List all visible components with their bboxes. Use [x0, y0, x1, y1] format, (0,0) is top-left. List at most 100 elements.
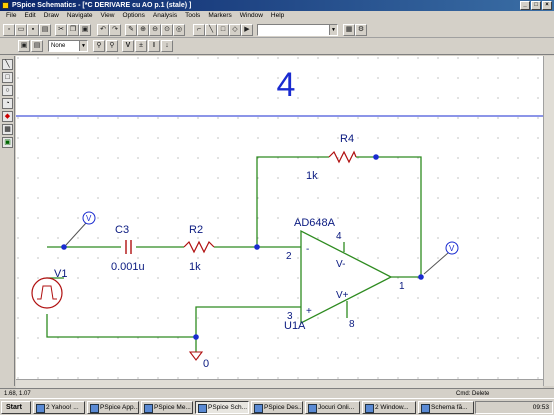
resistor-r2[interactable] [183, 240, 215, 254]
menu-view[interactable]: View [100, 12, 115, 19]
menu-navigate[interactable]: Navigate [66, 12, 93, 19]
marker-clear-icon[interactable]: ↓ [161, 40, 173, 52]
diff-marker-icon[interactable]: ± [135, 40, 147, 52]
menu-help[interactable]: Help [270, 12, 285, 19]
current-marker-icon[interactable]: I [148, 40, 160, 52]
voltage-probe-output[interactable]: V [423, 241, 459, 275]
pencil-icon[interactable]: ✎ [125, 24, 137, 36]
opamp-minus: - [306, 244, 309, 255]
menu-draw[interactable]: Draw [43, 12, 59, 19]
probe-zoom-icon[interactable]: ⚲ [106, 40, 118, 52]
menu-analysis[interactable]: Analysis [152, 12, 178, 19]
wire-feedback-left[interactable] [256, 156, 329, 247]
text-tool-icon[interactable]: ▦ [2, 124, 13, 135]
menu-edit[interactable]: Edit [24, 12, 36, 19]
taskbar-item[interactable]: PSpice Des... [251, 401, 303, 414]
r2-value: 1k [189, 261, 201, 273]
open-folder-icon[interactable]: ▭ [15, 24, 27, 36]
schematic-drawing[interactable]: 4 R4 1k [16, 56, 543, 386]
opamp-u1a[interactable] [300, 229, 393, 325]
print-icon[interactable]: ▤ [39, 24, 51, 36]
menu-tools[interactable]: Tools [185, 12, 201, 19]
place-part-icon[interactable]: ▶ [241, 24, 253, 36]
simulate-icon[interactable]: ⚙ [355, 24, 367, 36]
clock: 09:53 [532, 404, 549, 411]
bus-icon[interactable]: ╲ [205, 24, 217, 36]
wire-icon[interactable]: ⌐ [193, 24, 205, 36]
ground-symbol[interactable] [188, 351, 204, 361]
ground-label: 0 [203, 358, 209, 370]
status-bar: 1.68, 1.07 Cmd: Delete [0, 388, 554, 398]
new-file-icon[interactable]: ▫ [3, 24, 15, 36]
maximize-button[interactable]: □ [531, 1, 541, 10]
voltage-marker-icon[interactable]: V [122, 40, 134, 52]
annotate-icon[interactable]: ▤ [31, 40, 43, 52]
horizontal-scrollbar[interactable] [16, 379, 543, 388]
picture-tool-icon[interactable]: ▣ [2, 137, 13, 148]
drawing-tools: ╲ □ ○ ◔ ◆ ▦ ▣ [0, 56, 15, 386]
get-part-icon[interactable]: ◇ [229, 24, 241, 36]
undo-icon[interactable]: ↶ [97, 24, 109, 36]
voltage-probe-input[interactable]: V [65, 211, 96, 246]
taskbar-item[interactable]: PSpice App... [87, 401, 139, 414]
arc-tool-icon[interactable]: ◔ [2, 98, 13, 109]
taskbar-item[interactable]: Jocuri Onli... [305, 401, 360, 414]
paste-icon[interactable]: ▣ [79, 24, 91, 36]
r4-name: R4 [340, 133, 354, 145]
circle-tool-icon[interactable]: ○ [2, 85, 13, 96]
close-button[interactable]: × [542, 1, 552, 10]
zoom-combo[interactable]: None ▼ [48, 40, 88, 52]
save-icon[interactable]: ▪ [27, 24, 39, 36]
voltage-source-v1[interactable] [31, 277, 63, 309]
junction-dot [254, 244, 260, 250]
probe-search-icon[interactable]: ⚲ [93, 40, 105, 52]
part-combo[interactable]: ▼ [257, 24, 338, 36]
schematic-canvas[interactable]: 4 R4 1k [16, 56, 543, 386]
junction-dot [418, 274, 424, 280]
junction-dot [193, 334, 199, 340]
line-tool-icon[interactable]: ╲ [2, 59, 13, 70]
probe-label: V [86, 214, 92, 223]
system-tray: 09:53 [475, 401, 553, 414]
grid-dots [16, 56, 543, 386]
capacitor-c3[interactable] [125, 240, 132, 254]
resistor-r4[interactable] [328, 150, 357, 164]
symbol-edit-icon[interactable]: ▣ [18, 40, 30, 52]
probe-label: V [449, 244, 455, 253]
copy-icon[interactable]: ❐ [67, 24, 79, 36]
setup-icon[interactable]: ▦ [343, 24, 355, 36]
cut-icon[interactable]: ✂ [55, 24, 67, 36]
menu-options[interactable]: Options [122, 12, 145, 19]
taskbar-item[interactable]: Schema fă... [418, 401, 474, 414]
minimize-button[interactable]: _ [520, 1, 530, 10]
menu-bar: File Edit Draw Navigate View Options Ana… [0, 11, 554, 21]
cursor-coordinates: 1.68, 1.07 [4, 391, 31, 397]
block-icon[interactable]: □ [217, 24, 229, 36]
vertical-scrollbar[interactable] [543, 56, 554, 386]
menu-file[interactable]: File [6, 12, 17, 19]
zoom-fit-icon[interactable]: ◎ [173, 24, 185, 36]
markers-toolbar: ▣ ▤ None ▼ ⚲ ⚲ V ± I ↓ [0, 38, 554, 55]
taskbar-item[interactable]: PSpice Me... [141, 401, 193, 414]
menu-markers[interactable]: Markers [208, 12, 232, 19]
start-button[interactable]: Start [1, 401, 31, 414]
rectangle-tool-icon[interactable]: □ [2, 72, 13, 83]
opamp-ref: U1A [284, 320, 306, 332]
title-bar: PSpice Schematics - [*C DERIVARE cu AO p… [0, 0, 554, 11]
chevron-down-icon[interactable]: ▼ [79, 41, 87, 51]
taskbar-item[interactable]: 2 Yahoo! ... [33, 401, 85, 414]
v1-name: V1 [54, 268, 67, 280]
r2-name: R2 [189, 224, 203, 236]
standard-toolbar: ▫ ▭ ▪ ▤ ✂ ❐ ▣ ↶ ↷ ✎ ⊕ ⊖ ⊙ ◎ ⌐ ╲ □ ◇ ▶ ▼ … [0, 22, 554, 38]
zoom-combo-value: None [51, 43, 66, 49]
zoom-out-icon[interactable]: ⊖ [149, 24, 161, 36]
zoom-in-icon[interactable]: ⊕ [137, 24, 149, 36]
redo-icon[interactable]: ↷ [109, 24, 121, 36]
graphics-tool-icon[interactable]: ◆ [2, 111, 13, 122]
menu-window[interactable]: Window [239, 12, 263, 19]
taskbar-item[interactable]: 2 Window... [362, 401, 416, 414]
taskbar-item-active[interactable]: PSpice Sch... [195, 401, 249, 414]
zoom-area-icon[interactable]: ⊙ [161, 24, 173, 36]
chevron-down-icon[interactable]: ▼ [329, 25, 337, 35]
app-icon [2, 2, 9, 9]
